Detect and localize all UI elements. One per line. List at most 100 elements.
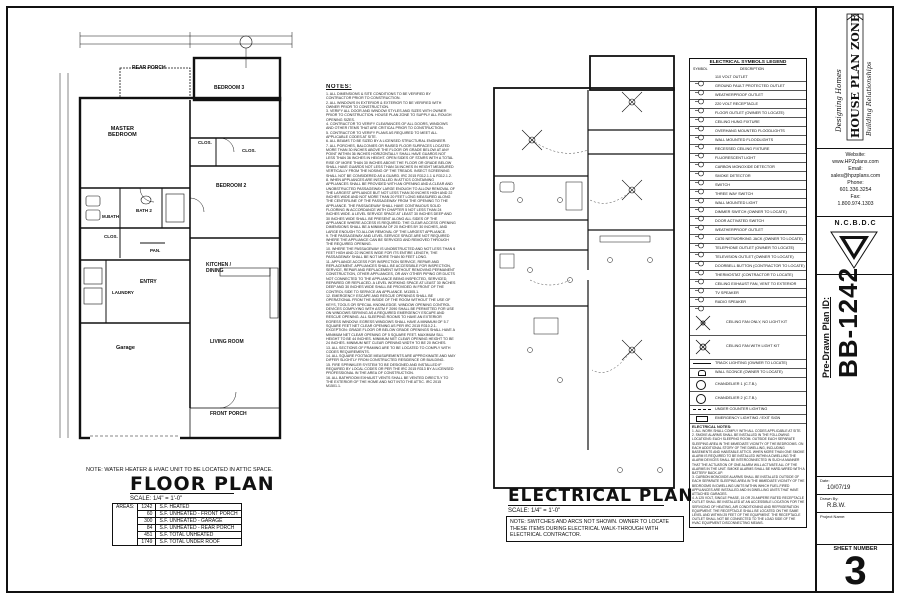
- floor-plan-title: FLOOR PLAN: [130, 473, 275, 495]
- legend-row-emergency: EMERGENCY LIGHTING / EXIT SIGN: [690, 414, 806, 424]
- website-label: Website:: [845, 152, 866, 158]
- electrical-plan-note: NOTE: SWITCHES AND ARCS NOT SHOWN. OWNER…: [506, 516, 684, 542]
- legend-description: FLUORESCENT LIGHT: [715, 156, 756, 160]
- legend-description: WEATHERPROOF OUTLET: [715, 93, 764, 97]
- areas-value: 84: [137, 524, 157, 532]
- electrical-symbol-icon: [692, 137, 710, 150]
- room-front-porch: FRONT PORCH: [210, 411, 247, 417]
- legend-row: FLUORESCENT LIGHT: [690, 154, 806, 168]
- electrical-symbol-icon: [692, 200, 710, 213]
- sheet-border: [6, 6, 894, 593]
- date-value: 10/07/19: [827, 485, 851, 491]
- areas-header-cell: [111, 538, 139, 546]
- legend-row: THERMOSTAT (CONTRACTOR TO LOCATE): [690, 271, 806, 285]
- legend-description: RADIO SPEAKER: [715, 300, 747, 304]
- title-block: Designing Homes HOUSE PLAN ZONE Building…: [815, 6, 894, 593]
- areas-label: S.F. UNHEATED - FRONT PORCH: [155, 510, 242, 518]
- areas-label: S.F. UNHEATED - REAR PORCH: [155, 524, 242, 532]
- legend-description: CEILING EXHAUST FAN, VENT TO EXTERIOR: [715, 282, 797, 286]
- legend-description: OVERHANG MOUNTED FLOODLIGHTS: [715, 129, 785, 133]
- room-closet-c: CLOS.: [104, 234, 118, 239]
- electrical-symbol-icon: [692, 299, 710, 312]
- electrical-symbol-icon: [692, 155, 710, 168]
- electrical-symbol-icon: [692, 254, 710, 267]
- legend-row: THREE WAY SWITCH: [690, 190, 806, 204]
- legend-description: FLOOR OUTLET (OWNER TO LOCATE): [715, 111, 785, 115]
- title-block-divider: [817, 544, 894, 545]
- date-label: Date:: [820, 478, 830, 483]
- room-rear-porch: REAR PORCH: [132, 65, 166, 71]
- room-bedroom-3: BEDROOM 3: [214, 85, 245, 91]
- electrical-symbol-icon: [692, 263, 710, 276]
- legend-sconce-label: WALL SCONCE (OWNER TO LOCATE): [715, 370, 783, 374]
- title-block-divider: [817, 494, 894, 495]
- electrical-symbol-icon: [692, 92, 710, 105]
- legend-description: DOORBELL BUTTON (CONTRACTOR TO LOCATE): [715, 264, 805, 268]
- legend-track-label: TRACK LIGHTING (OWNER TO LOCATE): [715, 361, 788, 365]
- legend-row-track: TRACK LIGHTING (OWNER TO LOCATE): [690, 359, 806, 369]
- pre-drawn-plan-label: Pre-Drawn Plan ID:: [821, 296, 831, 378]
- electrical-symbol-icon: [692, 173, 710, 186]
- areas-label: S.F. TOTAL UNDER ROOF: [155, 538, 242, 546]
- legend-row: DIMMER SWITCH (OWNER TO LOCATE): [690, 208, 806, 222]
- room-bath-2: BATH 2: [136, 208, 152, 213]
- room-entry: ENTRY: [140, 279, 157, 285]
- electrical-symbol-icon: [692, 281, 710, 294]
- legend-row: RECESSED CEILING FIXTURE: [690, 145, 806, 159]
- electrical-symbol-icon: [692, 74, 710, 87]
- legend-description: TELEPHONE OUTLET (OWNER TO LOCATE): [715, 246, 795, 250]
- legend-row: TELEVISION OUTLET (OWNER TO LOCATE): [690, 253, 806, 267]
- areas-value: 1749: [137, 538, 157, 546]
- website-value[interactable]: www.HPZplans.com: [832, 159, 879, 165]
- title-block-divider: [817, 216, 894, 217]
- areas-value: 300: [137, 517, 157, 525]
- title-block-divider: [817, 476, 894, 477]
- room-kitchen-dining: KITCHEN / DINING: [206, 262, 231, 274]
- legend-row: WEATHERPROOF OUTLET: [690, 226, 806, 240]
- legend-row-fan-light: CEILING FAN WITH LIGHT KIT: [690, 335, 806, 360]
- legend-row-chandelier-2: CHANDELIER 2 (C.T.B.): [690, 391, 806, 406]
- room-living: LIVING ROOM: [210, 339, 244, 345]
- ncbdc-label: N.C.B.D.C: [834, 220, 877, 227]
- email-value[interactable]: sales@hpzplans.com: [830, 173, 881, 179]
- electrical-symbol-icon: [692, 245, 710, 258]
- electrical-plan-title-underline: [508, 505, 664, 506]
- legend-row: DOORBELL BUTTON (CONTRACTOR TO LOCATE): [690, 262, 806, 276]
- legend-description: THERMOSTAT (CONTRACTOR TO LOCATE): [715, 273, 793, 277]
- room-closet-a: CLOS.: [198, 140, 212, 145]
- legend-row-under-counter: UNDER COUNTER LIGHTING: [690, 405, 806, 415]
- title-block-divider: [817, 512, 894, 513]
- phone-label: Phone:: [847, 180, 864, 186]
- contact-block: Website: www.HPZplans.com Email: sales@h…: [817, 152, 894, 208]
- legend-row-sconce: WALL SCONCE (OWNER TO LOCATE): [690, 368, 806, 378]
- room-bedroom-2: BEDROOM 2: [216, 183, 247, 189]
- sheet-number: 3: [844, 549, 867, 593]
- email-label: Email:: [848, 166, 863, 172]
- areas-header-cell: [111, 517, 139, 525]
- sheet-number-label: SHEET NUMBER: [833, 546, 878, 552]
- areas-header-cell: [111, 510, 139, 518]
- legend-row-fan-no-light: CEILING FAN ONLY, NO LIGHT KIT: [690, 311, 806, 336]
- legend-fan-no-light-label: CEILING FAN ONLY, NO LIGHT KIT: [726, 320, 788, 324]
- floor-plan-scale: SCALE: 1/4" = 1'-0": [130, 496, 183, 502]
- ncbdc-seal-icon: [830, 231, 878, 269]
- electrical-symbol-icon: [692, 236, 710, 249]
- legend-row: WALL MOUNTED FLOODLIGHTS: [690, 136, 806, 150]
- legend-row: 220 VOLT RECEPTACLE: [690, 100, 806, 114]
- logo-tagline-bottom: Building Relationships: [865, 61, 873, 136]
- legend-description: CEILING HUNG FIXTURE: [715, 120, 760, 124]
- electrical-notes-title: ELECTRICAL NOTES:: [692, 425, 732, 429]
- legend-description: DIMMER SWITCH (OWNER TO LOCATE): [715, 210, 787, 214]
- electrical-plan-title: ELECTRICAL PLAN: [508, 486, 694, 506]
- legend-row: DOOR ACTIVATED SWITCH: [690, 217, 806, 231]
- areas-value: 451: [137, 531, 157, 539]
- house-plan-zone-logo: [846, 13, 864, 141]
- legend-title: ELECTRICAL SYMBOLS LEGEND: [709, 60, 787, 65]
- chandelier-icon: [696, 380, 706, 390]
- ceiling-fan-light-icon: [695, 339, 711, 355]
